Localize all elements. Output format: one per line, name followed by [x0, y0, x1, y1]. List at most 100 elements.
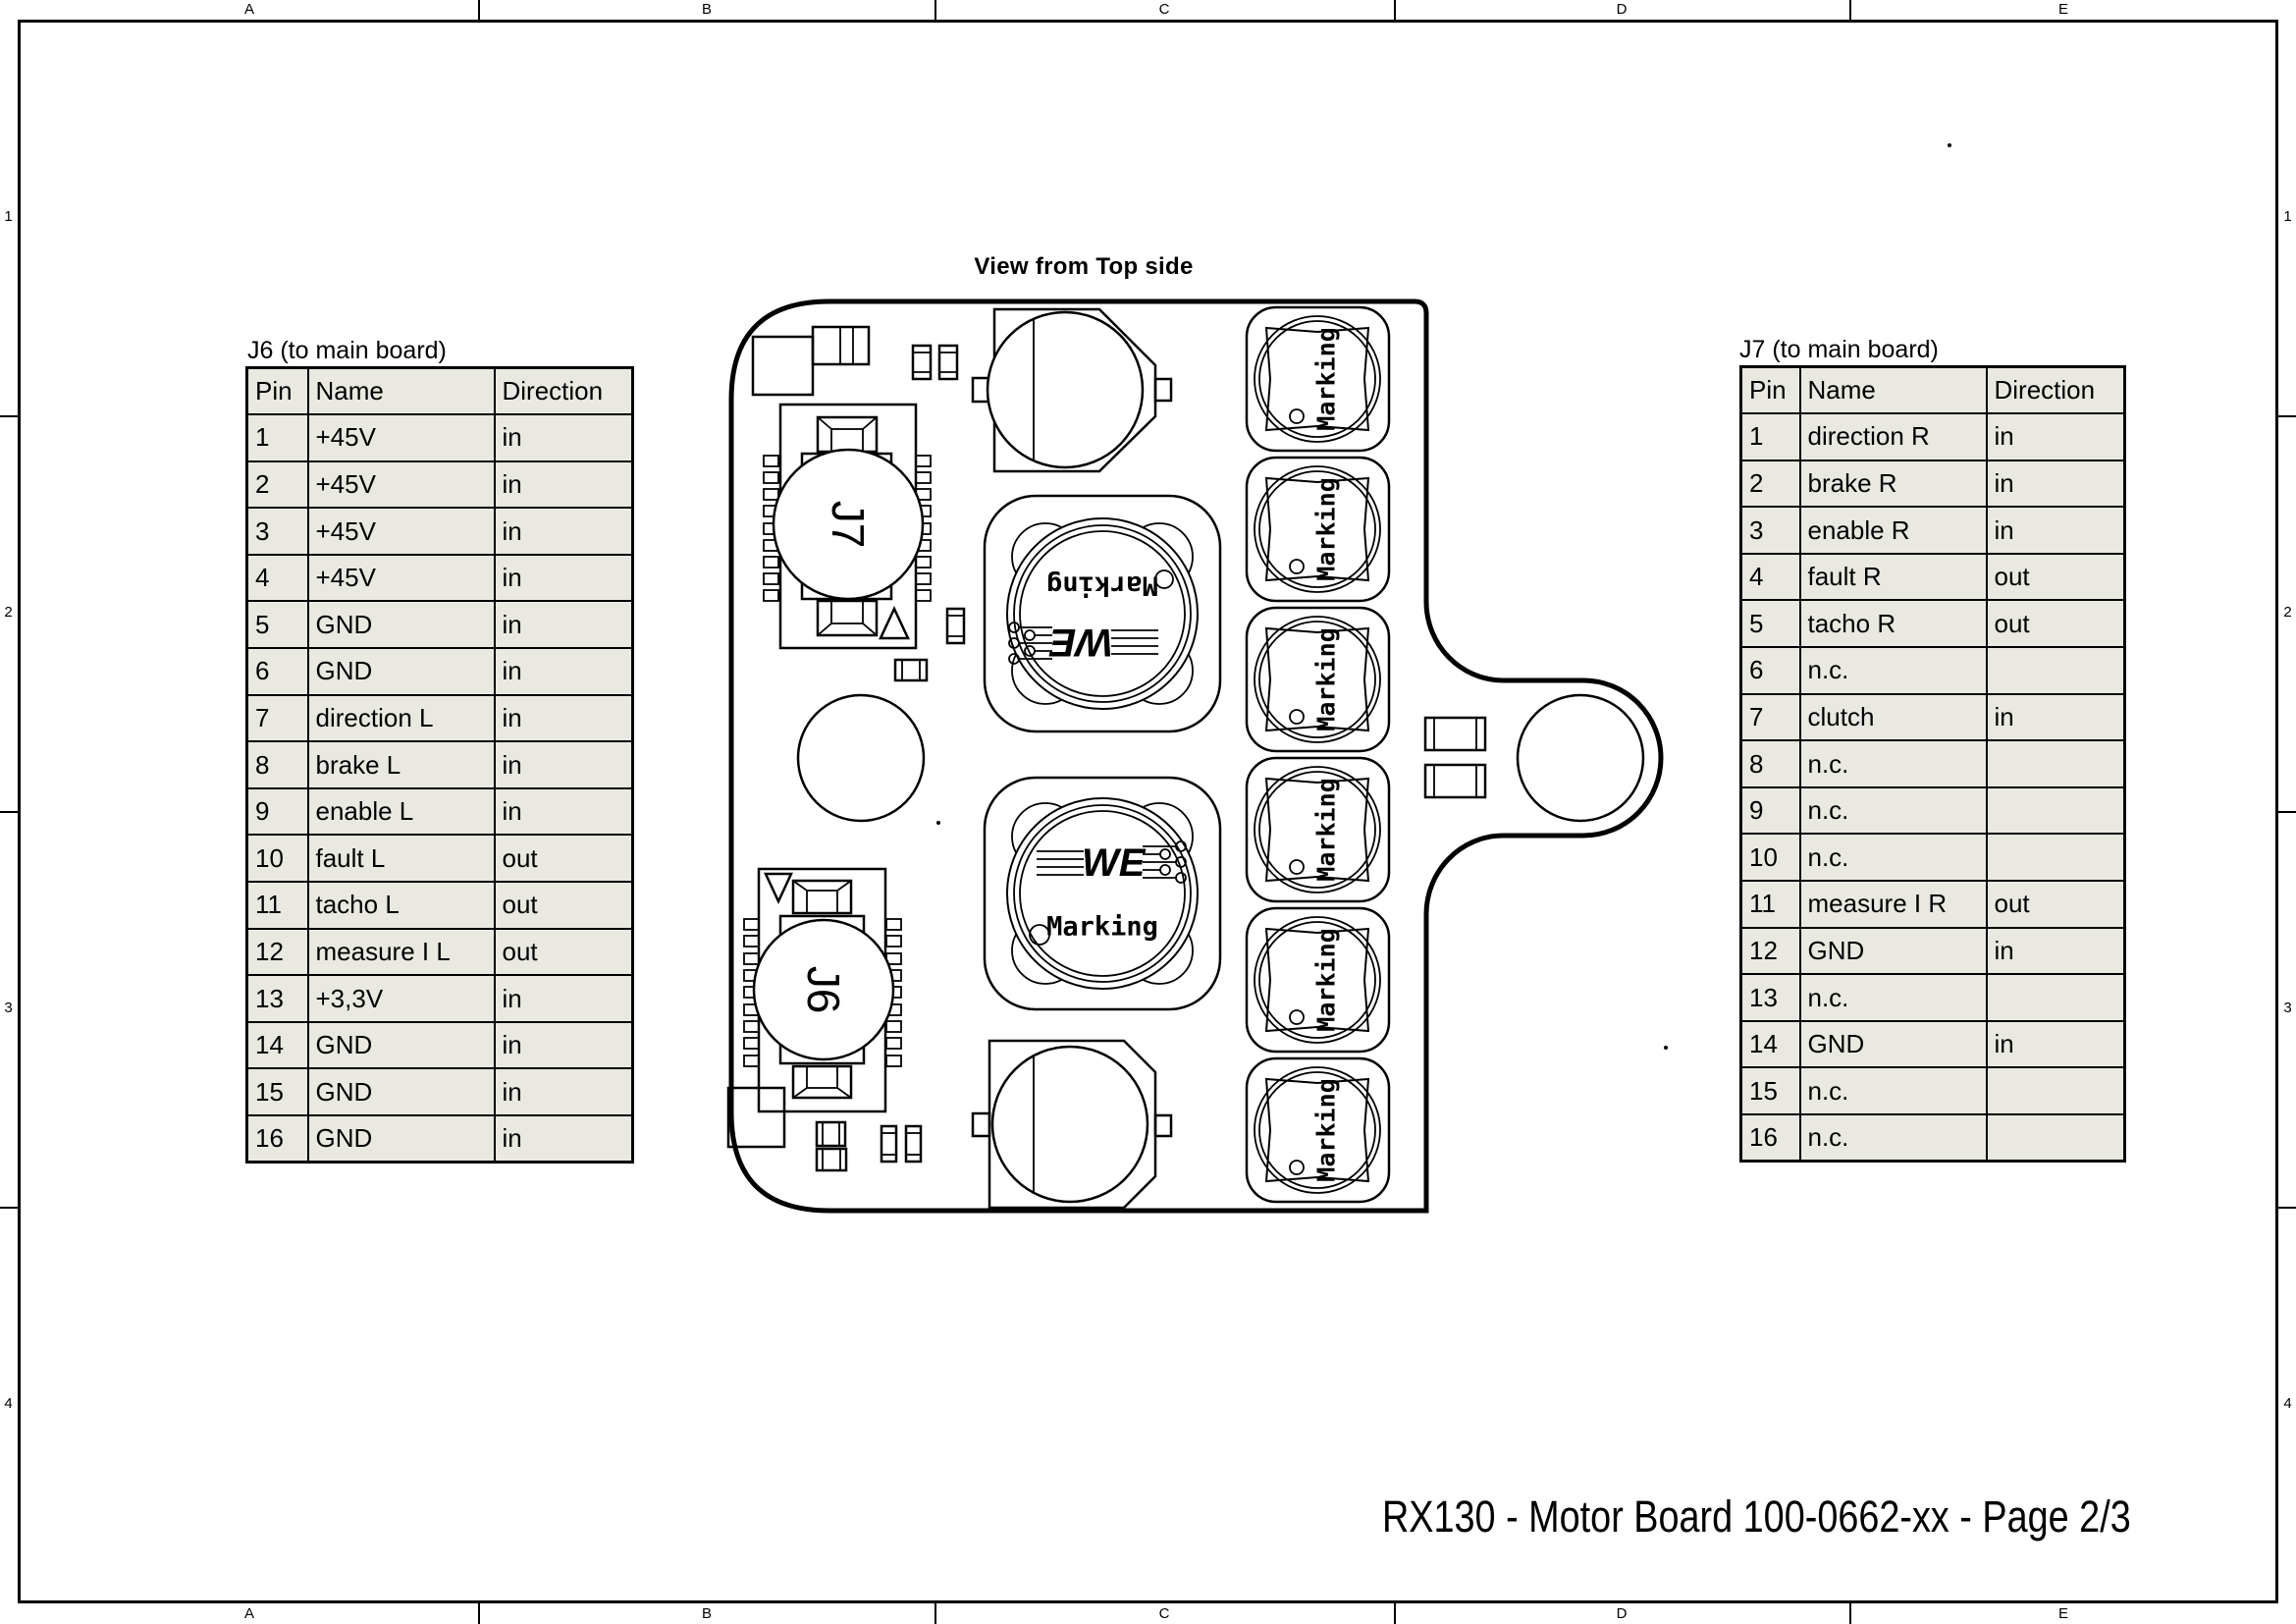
- cell-pin: 3: [245, 507, 309, 556]
- cell-pin: 13: [1739, 973, 1801, 1022]
- zone-tick: [2278, 415, 2296, 417]
- cell-dir: out: [1985, 552, 2126, 602]
- zone-tick: [0, 811, 18, 813]
- frame-border-bottom: [18, 1600, 2278, 1603]
- cell-name: GND: [306, 647, 496, 696]
- cell-dir: in: [493, 974, 634, 1023]
- inductor-6: Marking: [1245, 1056, 1391, 1204]
- zone-row-label: 2: [4, 604, 13, 621]
- corner-pad-top-left: [751, 325, 871, 397]
- inductor-1: Marking: [1245, 305, 1391, 453]
- zone-row-label: 3: [4, 1000, 13, 1016]
- zone-col-label: E: [2057, 1, 2068, 18]
- cell-pin: 9: [245, 786, 309, 837]
- cell-dir: in: [493, 647, 634, 696]
- zone-tick: [1849, 0, 1851, 20]
- cell-name: GND: [306, 1114, 496, 1164]
- speck: [1948, 143, 1951, 147]
- cell-dir: [1985, 1066, 2126, 1115]
- cell-pin: 8: [245, 740, 309, 789]
- j6-label: J6: [798, 966, 849, 1014]
- frame-border-left: [18, 20, 21, 1603]
- zone-tick: [934, 0, 936, 20]
- zone-tick: [1394, 0, 1396, 20]
- we-logo-icon: WE: [1008, 621, 1158, 665]
- cell-dir: in: [493, 1114, 634, 1164]
- zone-tick: [478, 0, 480, 20]
- cell-dir: in: [493, 693, 634, 743]
- cell-name: tacho L: [306, 881, 496, 930]
- cell-pin: 11: [1739, 880, 1801, 929]
- cell-name: n.c.: [1798, 973, 1988, 1022]
- cell-name: measure I L: [306, 927, 496, 977]
- cell-name: brake R: [1798, 459, 1988, 509]
- frame-border-top: [18, 20, 2278, 23]
- zone-col-label: B: [701, 1605, 712, 1622]
- cell-name: clutch: [1798, 692, 1988, 742]
- document-title: RX130 - Motor Board 100-0662-xx - Page 2…: [1382, 1491, 2131, 1542]
- cell-dir: in: [1985, 412, 2126, 461]
- j7-pin1-marker: [879, 606, 910, 640]
- zone-tick: [478, 1603, 480, 1624]
- cell-pin: 16: [245, 1114, 309, 1164]
- zone-col-label: E: [2057, 1605, 2068, 1622]
- zone-col-label: A: [243, 1605, 254, 1622]
- we-logo-icon: WE: [1037, 840, 1187, 885]
- cell-pin: 2: [1739, 459, 1801, 509]
- cell-pin: 16: [1739, 1113, 1801, 1163]
- inductor-3: Marking: [1245, 606, 1391, 753]
- col-header-name: Name: [306, 366, 496, 416]
- cell-name: +45V: [306, 507, 496, 556]
- cell-name: direction L: [306, 693, 496, 743]
- table-header-row: Pin Name Direction: [245, 366, 634, 416]
- zone-tick: [934, 1603, 936, 1624]
- zone-row-label: 4: [2283, 1395, 2292, 1412]
- svg-text:WE: WE: [1048, 621, 1113, 664]
- marking-label: Marking: [1312, 477, 1341, 580]
- zone-col-label: A: [243, 1, 254, 18]
- cell-name: n.c.: [1798, 1113, 1988, 1163]
- cell-name: +3,3V: [306, 974, 496, 1023]
- cell-name: n.c.: [1798, 739, 1988, 788]
- j6-pin1-marker: [764, 872, 793, 904]
- cell-dir: [1985, 785, 2126, 836]
- cell-name: enable L: [306, 786, 496, 837]
- speck: [936, 821, 940, 825]
- cell-name: measure I R: [1798, 880, 1988, 929]
- marking-label: Marking: [1312, 327, 1341, 430]
- col-header-name: Name: [1798, 365, 1988, 415]
- cell-name: +45V: [306, 413, 496, 462]
- power-inductor-top: Marking WE: [983, 494, 1222, 733]
- cell-pin: 10: [1739, 833, 1801, 883]
- cell-dir: in: [493, 600, 634, 650]
- table-header-row: Pin Name Direction: [1739, 365, 2126, 415]
- cell-pin: 10: [245, 834, 309, 884]
- pcb-outline: [728, 298, 1664, 1214]
- cell-name: n.c.: [1798, 785, 1988, 836]
- cell-name: GND: [1798, 1019, 1988, 1069]
- zone-row-label: 2: [2283, 604, 2292, 621]
- inductor-2: Marking: [1245, 456, 1391, 603]
- zone-tick: [1849, 1603, 1851, 1624]
- cell-pin: 6: [245, 647, 309, 696]
- board-top-view-drawing: J7 J6 Marking WE: [726, 298, 1668, 1214]
- cell-name: +45V: [306, 553, 496, 603]
- marking-label: Marking: [1046, 912, 1158, 943]
- cell-dir: in: [493, 1020, 634, 1070]
